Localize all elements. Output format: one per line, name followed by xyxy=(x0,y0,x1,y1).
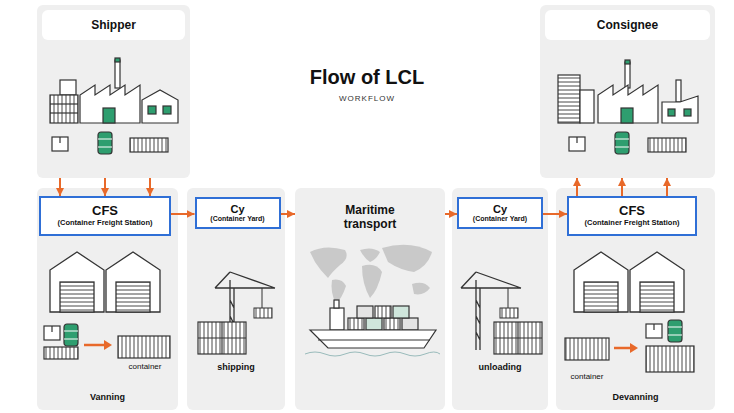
vanning-panel: containerVanning CFS(Container Freight St… xyxy=(37,188,178,410)
diagram-title: Flow of LCL xyxy=(200,66,534,89)
maritime-panel: Maritime transport xyxy=(295,188,445,410)
station-name: (Container Yard) xyxy=(210,215,264,223)
panel-caption: Vanning xyxy=(37,392,178,402)
devanning-panel: containerDevanning CFS(Container Freight … xyxy=(556,188,715,410)
flow-arrow xyxy=(445,213,457,215)
panel-caption: container xyxy=(560,372,614,381)
station-code: CFS xyxy=(619,204,645,219)
flow-arrow xyxy=(59,178,61,196)
shipping-panel: shipping Cy(Container Yard) xyxy=(187,188,285,410)
cfs-box: CFS(Container Freight Station) xyxy=(567,196,697,236)
flow-arrow xyxy=(171,213,195,215)
panel-caption: Devanning xyxy=(556,392,715,402)
consignee-panel: Consignee xyxy=(540,5,715,178)
panel-caption: shipping xyxy=(187,362,285,372)
station-name: (Container Freight Station) xyxy=(58,219,153,228)
flow-arrow xyxy=(281,213,296,215)
cy-box: Cy(Container Yard) xyxy=(195,197,281,229)
cy-box: Cy(Container Yard) xyxy=(457,197,543,229)
flow-arrow xyxy=(621,178,623,196)
station-code: Cy xyxy=(230,203,244,216)
station-name: (Container Yard) xyxy=(473,215,527,223)
station-code: Cy xyxy=(493,203,507,216)
panel-caption: unloading xyxy=(452,362,548,372)
flow-arrow xyxy=(149,178,151,196)
unloading-panel: unloading Cy(Container Yard) xyxy=(452,188,548,410)
panel-header: Shipper xyxy=(42,10,185,40)
flow-arrow xyxy=(543,213,567,215)
panel-caption: Maritime transport xyxy=(320,204,420,232)
panel-header: Consignee xyxy=(545,10,710,40)
shipper-panel: Shipper xyxy=(37,5,190,178)
station-code: CFS xyxy=(92,204,118,219)
flow-arrow xyxy=(104,178,106,196)
flow-arrow xyxy=(666,178,668,196)
panel-caption: container xyxy=(116,362,174,371)
station-name: (Container Freight Station) xyxy=(585,219,680,228)
subtitle-label: WORKFLOW xyxy=(200,94,534,103)
flow-arrow xyxy=(576,178,578,196)
cfs-box: CFS(Container Freight Station) xyxy=(39,196,171,236)
